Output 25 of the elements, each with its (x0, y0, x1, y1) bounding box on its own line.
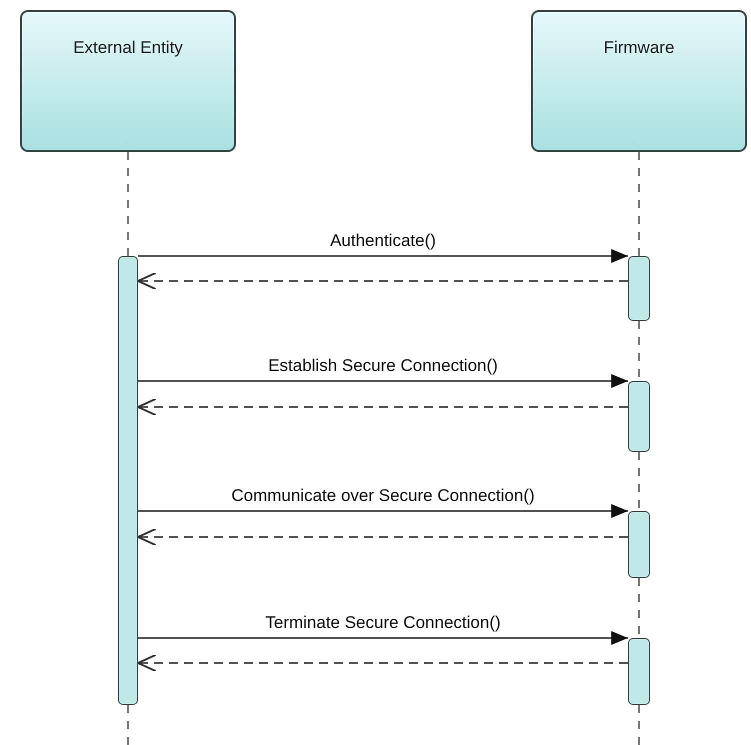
lifeline (127, 152, 129, 256)
lifeline (638, 152, 640, 256)
return-arrow (137, 272, 628, 290)
activation-bar (628, 256, 650, 321)
return-arrow (137, 654, 628, 672)
message-label: Communicate over Secure Connection() (229, 486, 537, 506)
return-arrow (137, 528, 628, 546)
participant-name: External Entity (72, 38, 184, 58)
lifeline (638, 705, 640, 745)
lifeline-head-box (20, 10, 236, 152)
lifeline (638, 452, 640, 511)
message-arrow (138, 504, 628, 518)
message-arrow (138, 249, 628, 263)
lifeline (127, 705, 129, 745)
message-arrow (138, 374, 628, 388)
message-label: Authenticate() (328, 231, 438, 251)
activation-bar (628, 511, 650, 578)
message-label: Terminate Secure Connection() (263, 613, 503, 633)
message-arrow (138, 631, 628, 645)
activation-bar (628, 638, 650, 705)
activation-bar (118, 256, 138, 705)
activation-bar (628, 381, 650, 452)
return-arrow (137, 398, 628, 416)
participant-name: Firmware (602, 38, 676, 58)
lifeline-head-box (531, 10, 747, 152)
